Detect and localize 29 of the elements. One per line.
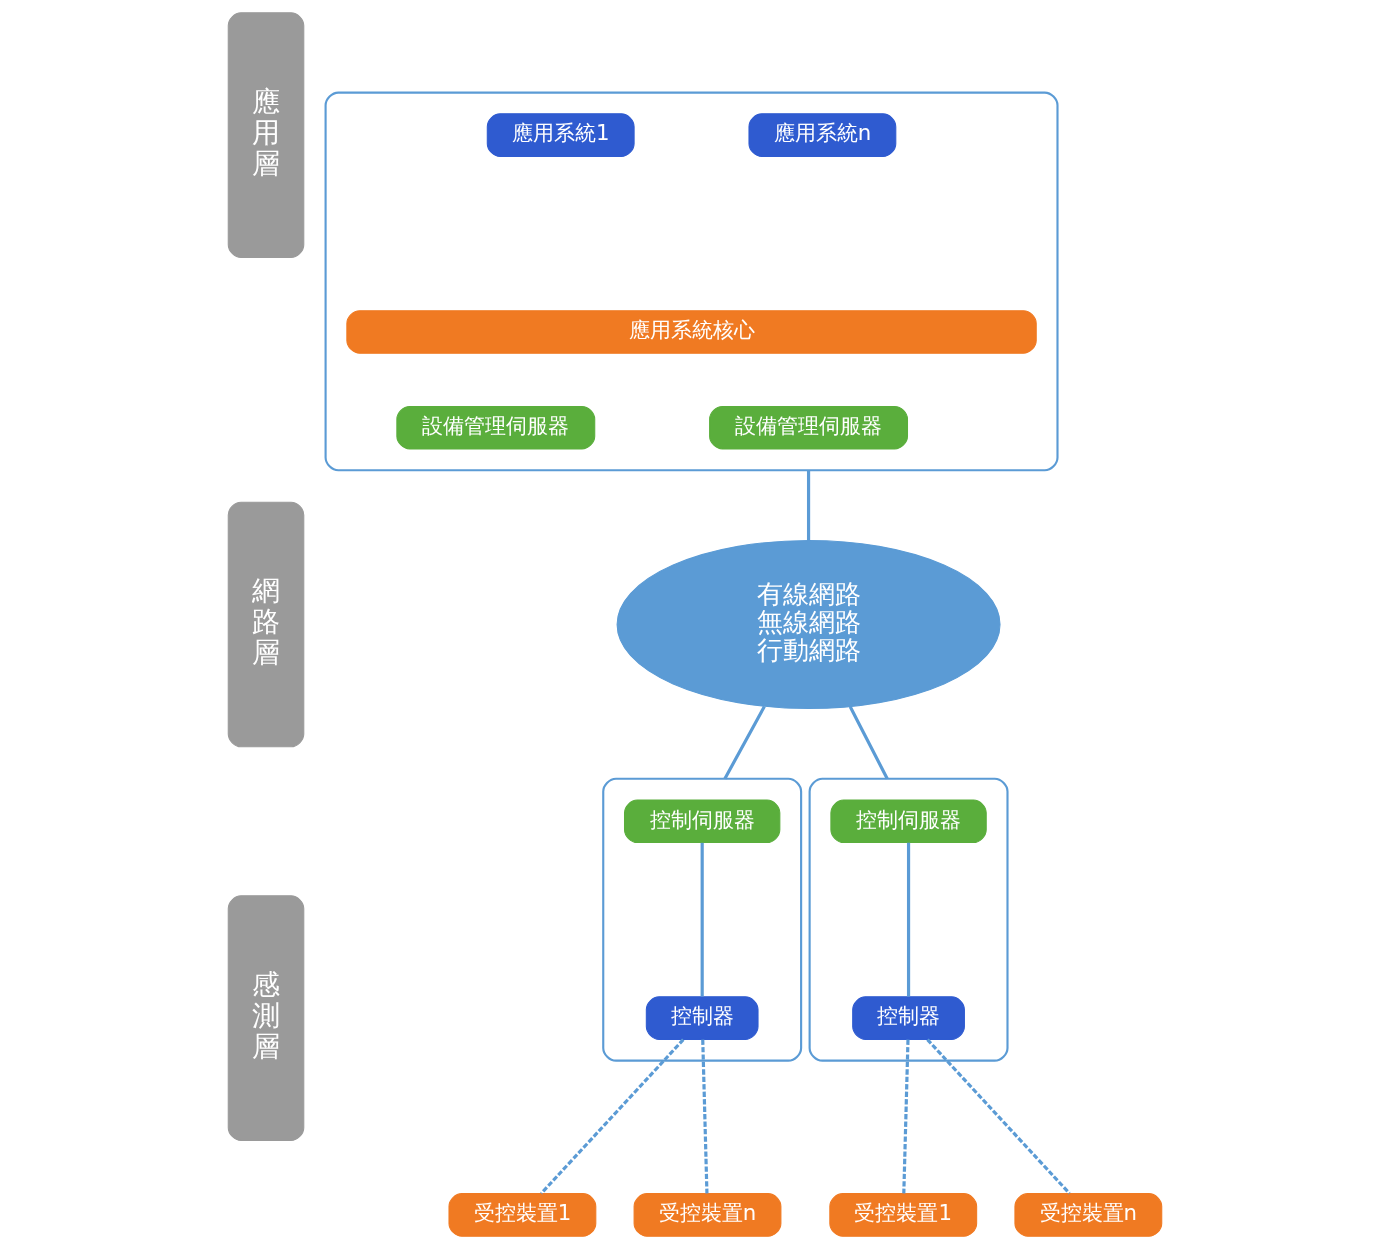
node-box: 應用系統核心 bbox=[345, 310, 1037, 354]
connector bbox=[906, 842, 910, 997]
node-box: 應用系統1 bbox=[486, 113, 635, 157]
connector bbox=[806, 470, 810, 541]
node-box: 感測層 bbox=[227, 895, 304, 1141]
connector bbox=[700, 842, 704, 997]
connector bbox=[700, 1039, 709, 1194]
node-box: 受控裝置1 bbox=[447, 1193, 596, 1237]
node-box: 控制器 bbox=[851, 996, 965, 1040]
cluster bbox=[324, 91, 1059, 472]
connector bbox=[901, 1039, 910, 1194]
node-box: 設備管理伺服器 bbox=[708, 405, 908, 450]
node-ellipse: 有線網路 無線網路 行動網路 bbox=[616, 539, 1001, 710]
node-box: 受控裝置1 bbox=[828, 1193, 977, 1237]
connector bbox=[539, 1038, 684, 1195]
connector bbox=[925, 1038, 1071, 1195]
cluster bbox=[808, 777, 1009, 1062]
node-box: 控制伺服器 bbox=[623, 799, 780, 844]
connector bbox=[848, 706, 889, 780]
node-box: 控制器 bbox=[645, 996, 759, 1040]
node-box: 受控裝置n bbox=[633, 1193, 781, 1237]
connector bbox=[722, 705, 766, 780]
node-box: 應用層 bbox=[227, 12, 304, 258]
node-box: 網路層 bbox=[227, 501, 304, 748]
node-box: 受控裝置n bbox=[1013, 1193, 1162, 1237]
node-box: 設備管理伺服器 bbox=[395, 405, 595, 450]
node-box: 應用系統n bbox=[747, 113, 896, 157]
node-box: 控制伺服器 bbox=[829, 799, 987, 844]
cluster bbox=[601, 777, 802, 1062]
